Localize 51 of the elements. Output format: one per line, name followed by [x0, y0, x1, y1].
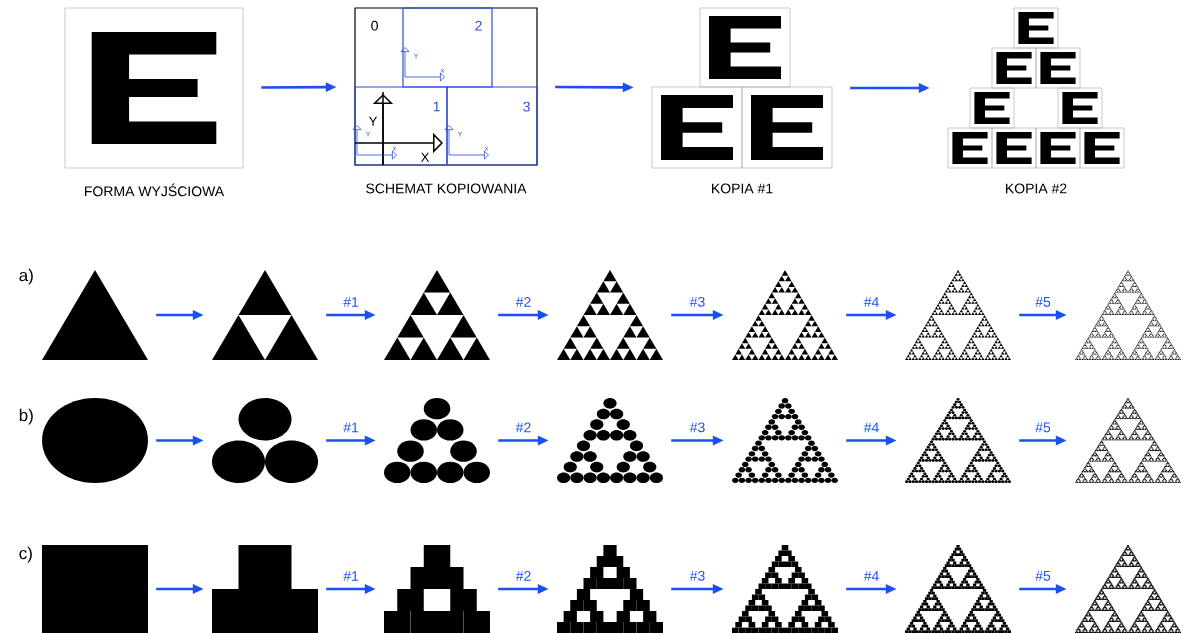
- edge-label: #3: [689, 570, 705, 581]
- node-label: SCHEMAT KOPIOWANIA: [366, 183, 527, 194]
- ellipse-fractal-drawing: [42, 398, 148, 483]
- region-number: 3: [523, 101, 530, 112]
- edge-label: #5: [1035, 297, 1051, 307]
- edge-label: #2: [515, 297, 531, 307]
- axis-label: X: [421, 152, 430, 162]
- node-label: KOPIA #2: [1006, 183, 1067, 194]
- edge-label: #1: [343, 297, 359, 307]
- square-fractal-drawing: [42, 545, 148, 633]
- square-fractal-drawing: [732, 545, 838, 633]
- ellipse-fractal-drawing: [1075, 398, 1181, 483]
- edge-label: #1: [343, 571, 359, 581]
- letter-e-drawing: [64, 7, 244, 169]
- node-label: FORMA WYJŚCIOWA: [85, 183, 225, 197]
- edge-label: #5: [1035, 422, 1051, 433]
- ellipse-fractal-drawing: [732, 398, 838, 483]
- edge-label: #3: [689, 296, 705, 307]
- triangle-fractal-drawing: [42, 270, 148, 360]
- axis-label: Y: [369, 116, 378, 126]
- square-fractal-drawing: [557, 545, 663, 633]
- row-label: b): [19, 408, 33, 425]
- edge-label: #4: [863, 297, 879, 307]
- edge-label: #5: [1035, 571, 1051, 581]
- region-number: 2: [475, 20, 482, 31]
- edge-label: #4: [863, 571, 879, 581]
- square-fractal-drawing: [212, 545, 318, 633]
- ellipse-fractal-drawing: [905, 398, 1011, 483]
- edge-label: #2: [515, 571, 531, 581]
- edge-label: #3: [689, 422, 705, 433]
- node-label: KOPIA #1: [712, 183, 773, 194]
- triangle-fractal-drawing: [384, 270, 490, 360]
- triangle-fractal-drawing: [557, 270, 663, 360]
- square-fractal-drawing: [384, 545, 490, 633]
- letter-e-copies-drawing: [651, 7, 833, 169]
- letter-e-copies-drawing: [947, 7, 1125, 169]
- ellipse-fractal-drawing: [384, 398, 490, 483]
- triangle-fractal-drawing: [732, 270, 838, 360]
- ellipse-fractal-drawing: [557, 398, 663, 483]
- edge-label: #4: [863, 422, 879, 433]
- triangle-fractal-drawing: [212, 270, 318, 360]
- square-fractal-drawing: [905, 545, 1011, 633]
- ellipse-fractal-drawing: [212, 398, 318, 483]
- square-fractal-drawing: [1075, 545, 1181, 633]
- copy-scheme-drawing: [352, 7, 538, 166]
- region-number: 0: [371, 20, 378, 31]
- region-number: 1: [433, 101, 440, 112]
- triangle-fractal-drawing: [1075, 270, 1181, 360]
- triangle-fractal-drawing: [905, 270, 1011, 360]
- edge-label: #1: [343, 422, 359, 433]
- edge-label: #2: [515, 422, 531, 433]
